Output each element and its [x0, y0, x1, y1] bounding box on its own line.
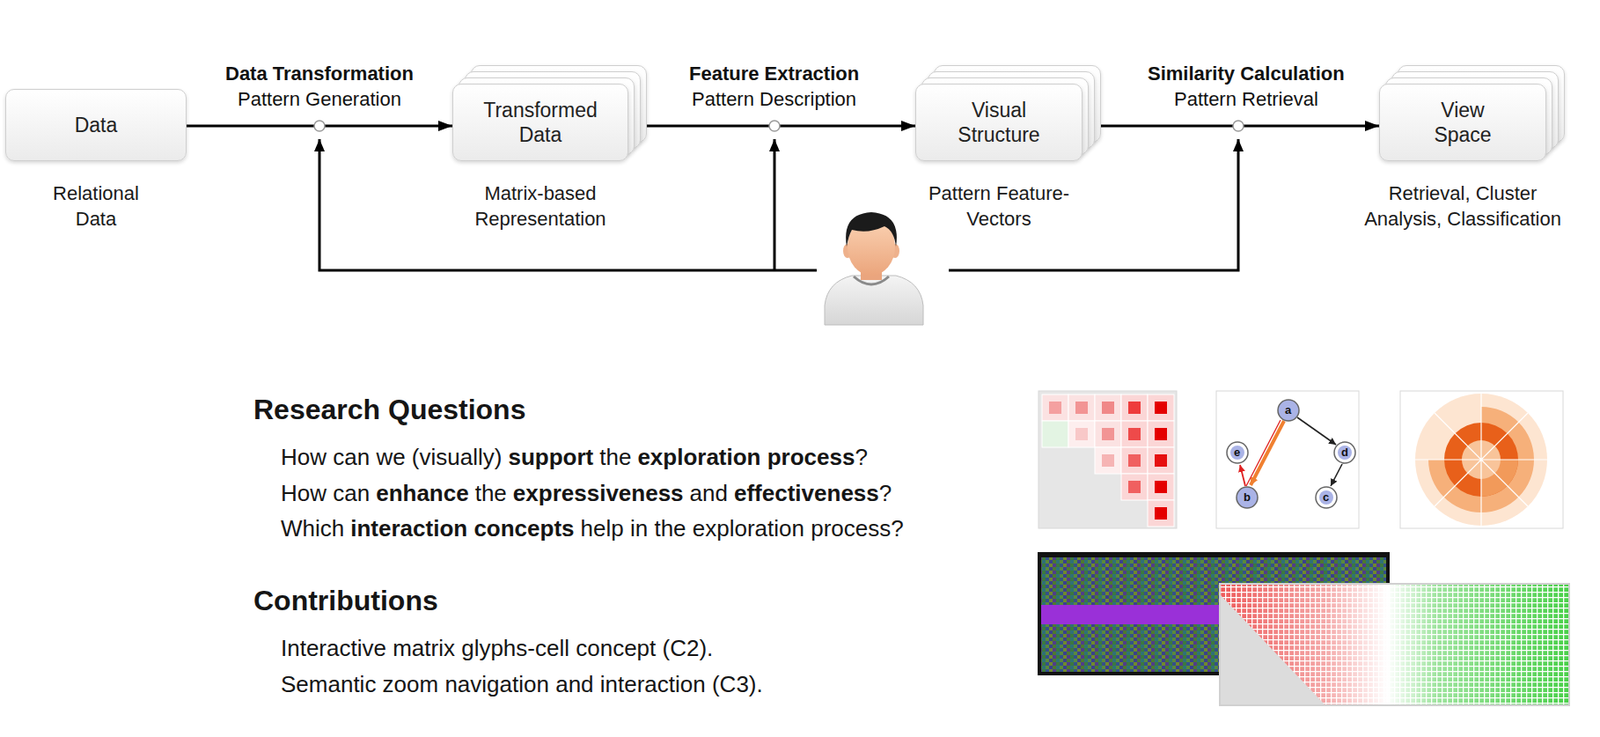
emphasis-text: Research Questions: [253, 393, 526, 426]
box-face: [452, 83, 629, 162]
junction-dot: [1233, 120, 1244, 132]
junction-dot: [314, 120, 325, 132]
text-line: How canenhancetheexpressivenessandeffect…: [280, 478, 892, 508]
edge-label: Data Transformation: [225, 62, 414, 86]
edge-sublabel: Pattern Retrieval: [1174, 88, 1319, 111]
body-text: the: [599, 443, 632, 470]
process-box: View SpaceRetrieval, Cluster Analysis, C…: [1379, 83, 1547, 162]
body-text: Which: [280, 514, 345, 542]
body-text: Semantic zoom navigation and interaction…: [280, 670, 764, 698]
node-letter: c: [1322, 490, 1329, 505]
box-label: View Space: [1423, 97, 1503, 147]
text-line: Whichinteraction conceptshelp in the exp…: [280, 513, 904, 544]
body-text: help in the exploration process?: [580, 514, 904, 542]
radial-thumbnail: [1400, 390, 1564, 529]
box-label: Data: [16, 112, 176, 138]
emphasis-text: Contributions: [253, 584, 439, 617]
body-text: the: [475, 479, 507, 507]
box-label: Visual Structure: [937, 97, 1061, 147]
body-text: Interactive matrix glyphs-cell concept (…: [280, 634, 713, 661]
box-face: [1379, 83, 1547, 162]
body-text: ?: [879, 479, 892, 507]
box-label: Transformed Data: [478, 97, 602, 147]
box-subtitle: Pattern Feature-Vectors: [910, 180, 1087, 232]
box-subtitle: Relational Data: [38, 180, 154, 232]
emphasis-text: interaction concepts: [350, 514, 574, 542]
graph-thumbnail: [1216, 390, 1359, 529]
panel-shape: [212, 6, 1586, 719]
box-subtitle: Matrix-based Representation: [463, 180, 618, 232]
process-box: DataRelational Data: [5, 88, 187, 162]
node-letter: b: [1243, 490, 1251, 505]
process-box: Transformed DataMatrix-based Representat…: [452, 83, 629, 162]
text-line: Research Questions: [253, 391, 526, 427]
junction-dot: [769, 120, 780, 132]
matrix-thumbnail: [1038, 390, 1177, 529]
text-line: Semantic zoom navigation and interaction…: [280, 669, 764, 699]
text-line: How can we (visually)supporttheexplorati…: [280, 442, 868, 472]
node-letter: d: [1341, 445, 1349, 460]
box-subtitle: Retrieval, Cluster Analysis, Classificat…: [1352, 180, 1573, 232]
node-letter: a: [1284, 403, 1292, 418]
emphasis-text: expressiveness: [513, 479, 684, 507]
body-text: ?: [854, 443, 867, 470]
emphasis-text: effectiveness: [733, 479, 880, 507]
user-icon: [824, 212, 924, 325]
body-text: and: [689, 479, 728, 507]
edge-sublabel: Pattern Generation: [237, 88, 402, 111]
feedback-line: [773, 139, 777, 271]
flow-arrow: [1082, 124, 1380, 128]
emphasis-text: exploration process: [637, 443, 855, 470]
emphasis-text: enhance: [375, 479, 470, 507]
body-text: How can we (visually): [280, 443, 502, 470]
edge-label: Similarity Calculation: [1147, 62, 1345, 86]
box-face: [915, 83, 1083, 162]
similarity-matrix-thumbnail: [1218, 582, 1571, 706]
edge-sublabel: Pattern Description: [691, 88, 857, 111]
text-line: Contributions: [253, 582, 439, 618]
text-line: Interactive matrix glyphs-cell concept (…: [280, 633, 713, 663]
edge-label: Feature Extraction: [689, 62, 859, 86]
process-box: Visual StructurePattern Feature-Vectors: [915, 83, 1083, 162]
node-letter: e: [1233, 445, 1241, 460]
emphasis-text: support: [507, 443, 594, 470]
body-text: How can: [280, 479, 370, 507]
